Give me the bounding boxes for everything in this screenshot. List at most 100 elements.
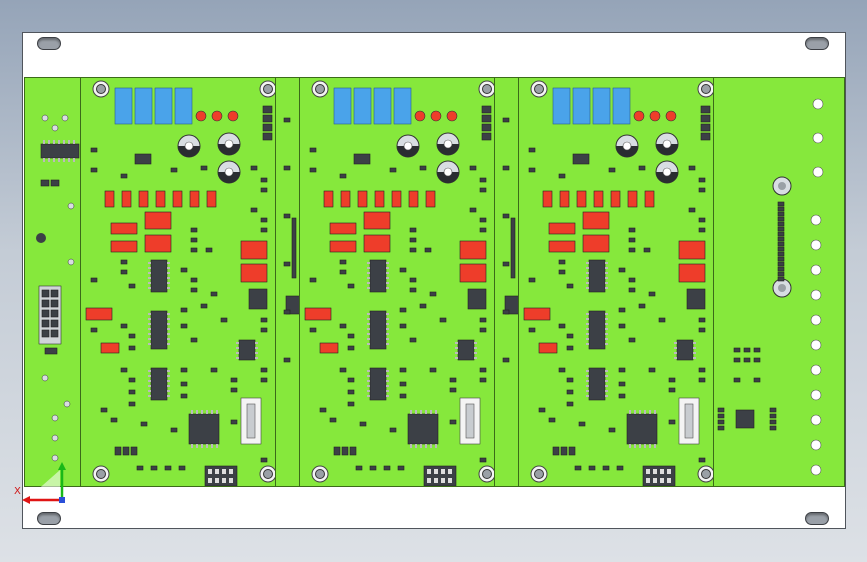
ch1-header-pin <box>262 123 273 132</box>
ch3-cap-2-top <box>662 139 672 149</box>
ch3-smd <box>566 333 574 339</box>
ch2-ic-1-pin-r <box>386 272 389 274</box>
ch1-trimmer <box>134 87 153 125</box>
axis-origin <box>59 497 65 503</box>
ch1-ic-2-pin-r <box>167 318 170 320</box>
ch1-ic-2-pin-l <box>148 343 151 345</box>
ch3-connector-pin <box>653 469 657 474</box>
ch1-ic-2-pin-r <box>167 323 170 325</box>
ch3-trimmer <box>612 87 631 125</box>
ch1-connector-pin <box>215 469 219 474</box>
ch1-ic-1-pin-r <box>167 277 170 279</box>
pcb-divider-2[interactable] <box>494 77 519 487</box>
pcb-channel-2[interactable] <box>299 77 495 487</box>
ch3-cap-1-band <box>616 146 638 157</box>
ch2-smd <box>309 167 317 173</box>
ch3-smd <box>628 277 636 283</box>
ch2-ic-2-pin-r <box>386 313 389 315</box>
ch1-connector-pin <box>229 478 233 483</box>
ch1-smd <box>260 367 268 373</box>
ch2-smd <box>479 367 487 373</box>
pcb-right-strip[interactable] <box>713 77 845 487</box>
ch3-ic-3-pin-r <box>605 395 608 397</box>
ch2-resistor-v <box>357 190 368 208</box>
div1-smd <box>283 117 291 123</box>
ch2-small-part <box>349 446 357 456</box>
ch2-ic-1-pin-r <box>386 282 389 284</box>
pcb-divider-1[interactable] <box>275 77 300 487</box>
ch1-ic-4-pin-l <box>236 342 239 344</box>
ch3-resistor-large-4 <box>678 263 706 283</box>
ch1-mcu-pin-b <box>191 444 193 448</box>
ch2-ic-3 <box>369 367 387 401</box>
pcb-channel-1[interactable] <box>80 77 276 487</box>
ch3-ic-4-pin-l <box>674 342 677 344</box>
ch2-transistor <box>353 153 371 165</box>
ch3-header-pin <box>700 123 711 132</box>
ch2-mcu-pin-t <box>410 410 412 414</box>
pcb-left-strip-drawing <box>36 114 80 462</box>
ch2-connector-pin <box>434 469 438 474</box>
ch1-ic-1-pin-r <box>167 272 170 274</box>
ch3-small-part <box>560 446 568 456</box>
ch2-ic-3-pin-l <box>367 395 370 397</box>
ch2-smd <box>409 337 417 343</box>
ch3-resistor-v <box>644 190 655 208</box>
ch1-smd <box>200 165 208 171</box>
ch1-ic-4-pin-l <box>236 347 239 349</box>
ch3-connector-pin <box>667 469 671 474</box>
ch2-resistor-large-1 <box>363 211 391 230</box>
ch2-connector-pin <box>448 478 452 483</box>
ch3-ic-1 <box>588 259 606 293</box>
ch2-mcu-pin-b <box>415 444 417 448</box>
ch3-smd <box>566 389 574 395</box>
ch2-resistor-large-2 <box>363 234 391 253</box>
div1-connector-strip <box>291 217 297 279</box>
ch3-ic-3-pin-r <box>605 375 608 377</box>
ch3-mount-hole-br-inner <box>701 469 711 479</box>
ch2-smd <box>469 165 477 171</box>
right-smd <box>769 425 777 431</box>
right-via-large <box>810 214 822 226</box>
ch1-smd <box>210 367 218 373</box>
ch2-small-part <box>341 446 349 456</box>
ch3-smd <box>616 465 624 471</box>
ch2-smd <box>409 287 417 293</box>
div1-smd <box>283 213 291 219</box>
ch3-connector-pin <box>660 469 664 474</box>
ch1-resistor-h-3 <box>85 307 113 321</box>
ch2-cap-2-top <box>443 139 453 149</box>
ch2-header-pin <box>481 123 492 132</box>
axis-plane-indicator <box>26 470 60 500</box>
right-smd <box>769 413 777 419</box>
ch2-smd <box>409 247 417 253</box>
pcb-left-strip[interactable] <box>24 77 81 487</box>
ch1-ic-4-pin-r <box>255 342 258 344</box>
ch3-resistor-large-3 <box>678 240 706 260</box>
ch3-ic-3-pin-l <box>586 390 589 392</box>
ch3-resistor-v <box>627 190 638 208</box>
right-via-large <box>812 166 824 178</box>
ch2-smd <box>339 323 347 329</box>
pcb-channel-3[interactable] <box>518 77 714 487</box>
ch3-mount-hole-tl-inner <box>534 84 544 94</box>
right-smd <box>743 357 751 363</box>
ch1-ic-1-pin-l <box>148 267 151 269</box>
ch2-smd <box>429 367 437 373</box>
left-ic-pin <box>48 158 50 162</box>
ch2-connector-pin <box>427 469 431 474</box>
ch2-header-pin <box>481 105 492 114</box>
ch3-ic-2-pin-l <box>586 338 589 340</box>
ch2-resistor-h-4 <box>319 342 339 354</box>
ch1-mcu-pin-t <box>191 410 193 414</box>
ch2-ic-4-pin-r <box>474 352 477 354</box>
div1-smd <box>283 165 291 171</box>
ch3-smd <box>558 323 566 329</box>
ch1-smd <box>120 259 128 265</box>
left-ic-pin <box>63 140 65 144</box>
left-via <box>51 414 59 422</box>
ch1-smd <box>260 317 268 323</box>
ch3-smd <box>566 401 574 407</box>
ch2-smd <box>399 381 407 387</box>
